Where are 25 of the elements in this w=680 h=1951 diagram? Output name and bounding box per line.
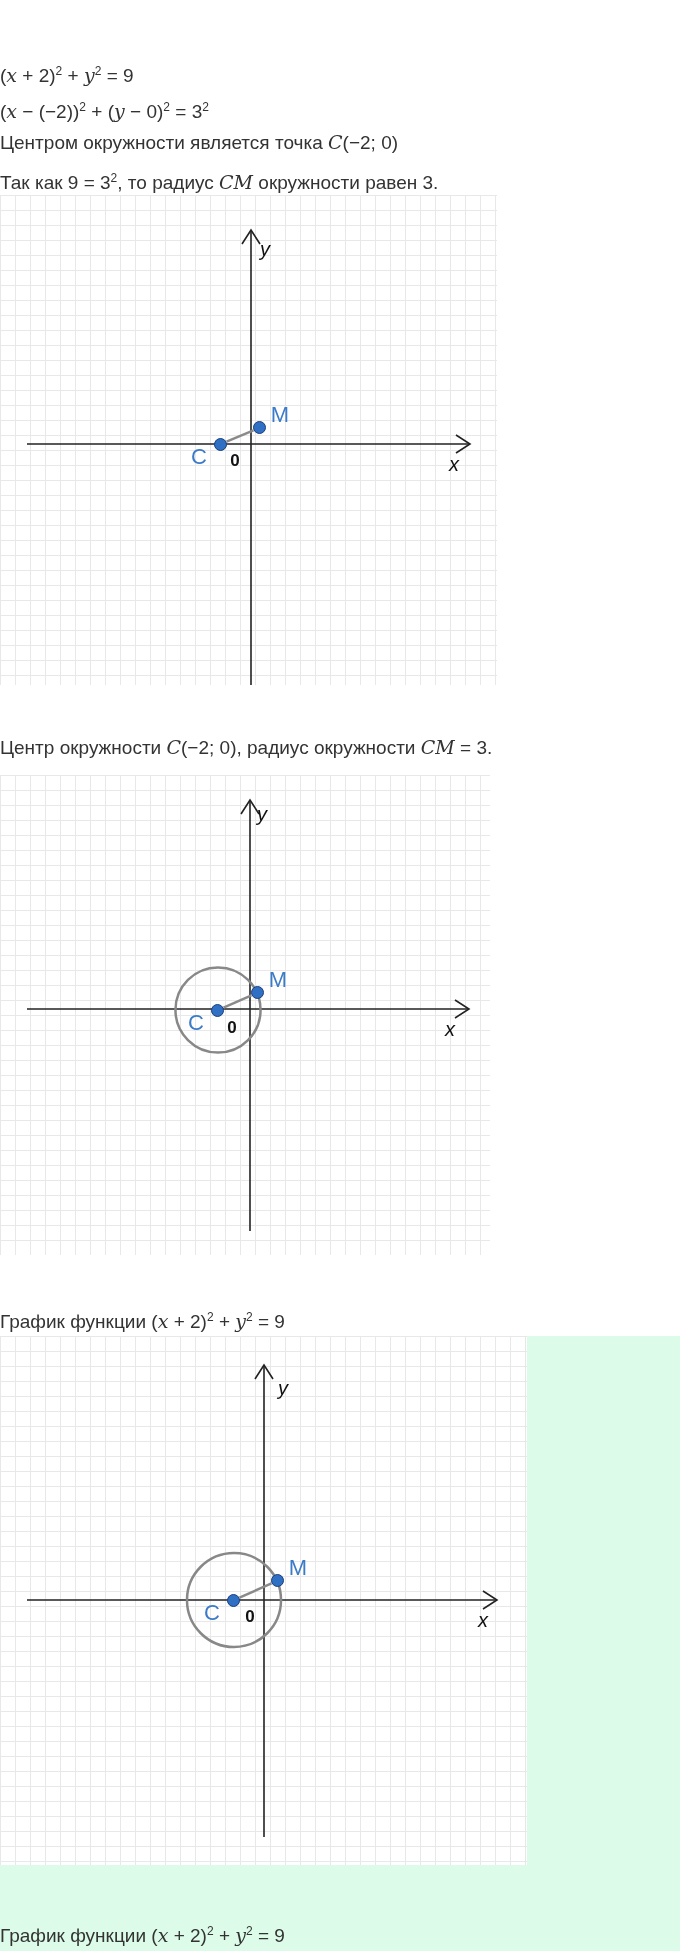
axis-label: x <box>449 454 459 474</box>
origin-label: 0 <box>230 451 240 469</box>
axis-label: y <box>278 1378 288 1398</box>
point-label: M <box>288 1557 307 1579</box>
text-line: Так как 9 = 3$^{2}$, то радиус CM окружности равен 3. <box>0 170 439 196</box>
text-line: (x + 2)$^{2}$ + y$^{2}$ = 9 <box>0 63 134 89</box>
point-label: C <box>188 1012 204 1034</box>
caption: График функции (x + 2)$^{2}$ + y$^{2}$ = 9 <box>0 1923 285 1949</box>
radius-segment <box>239 1582 272 1599</box>
text-line: Центр окружности C(−2; 0), радиус окружности CM = 3. <box>0 735 493 760</box>
axis-label: x <box>445 1019 455 1039</box>
text-line: (x − (−2))$^{2}$ + (y − 0)$^{2}$ = 3$^{2}$ <box>0 99 209 125</box>
point-label: C <box>191 446 207 468</box>
origin-label: 0 <box>227 1018 237 1036</box>
radius-segment <box>223 994 252 1009</box>
point-label: M <box>270 404 289 426</box>
radius-segment <box>226 429 254 443</box>
origin-label: 0 <box>245 1607 255 1625</box>
axis-label: x <box>478 1610 488 1630</box>
text-line: Центром окружности является точка C(−2; 0) <box>0 130 399 155</box>
axis-label: y <box>257 804 267 824</box>
axis-label: y <box>260 239 270 259</box>
text-line: График функции (x + 2)$^{2}$ + y$^{2}$ = 9 <box>0 1309 285 1335</box>
point-label: C <box>204 1602 220 1624</box>
point-label: M <box>268 969 287 991</box>
